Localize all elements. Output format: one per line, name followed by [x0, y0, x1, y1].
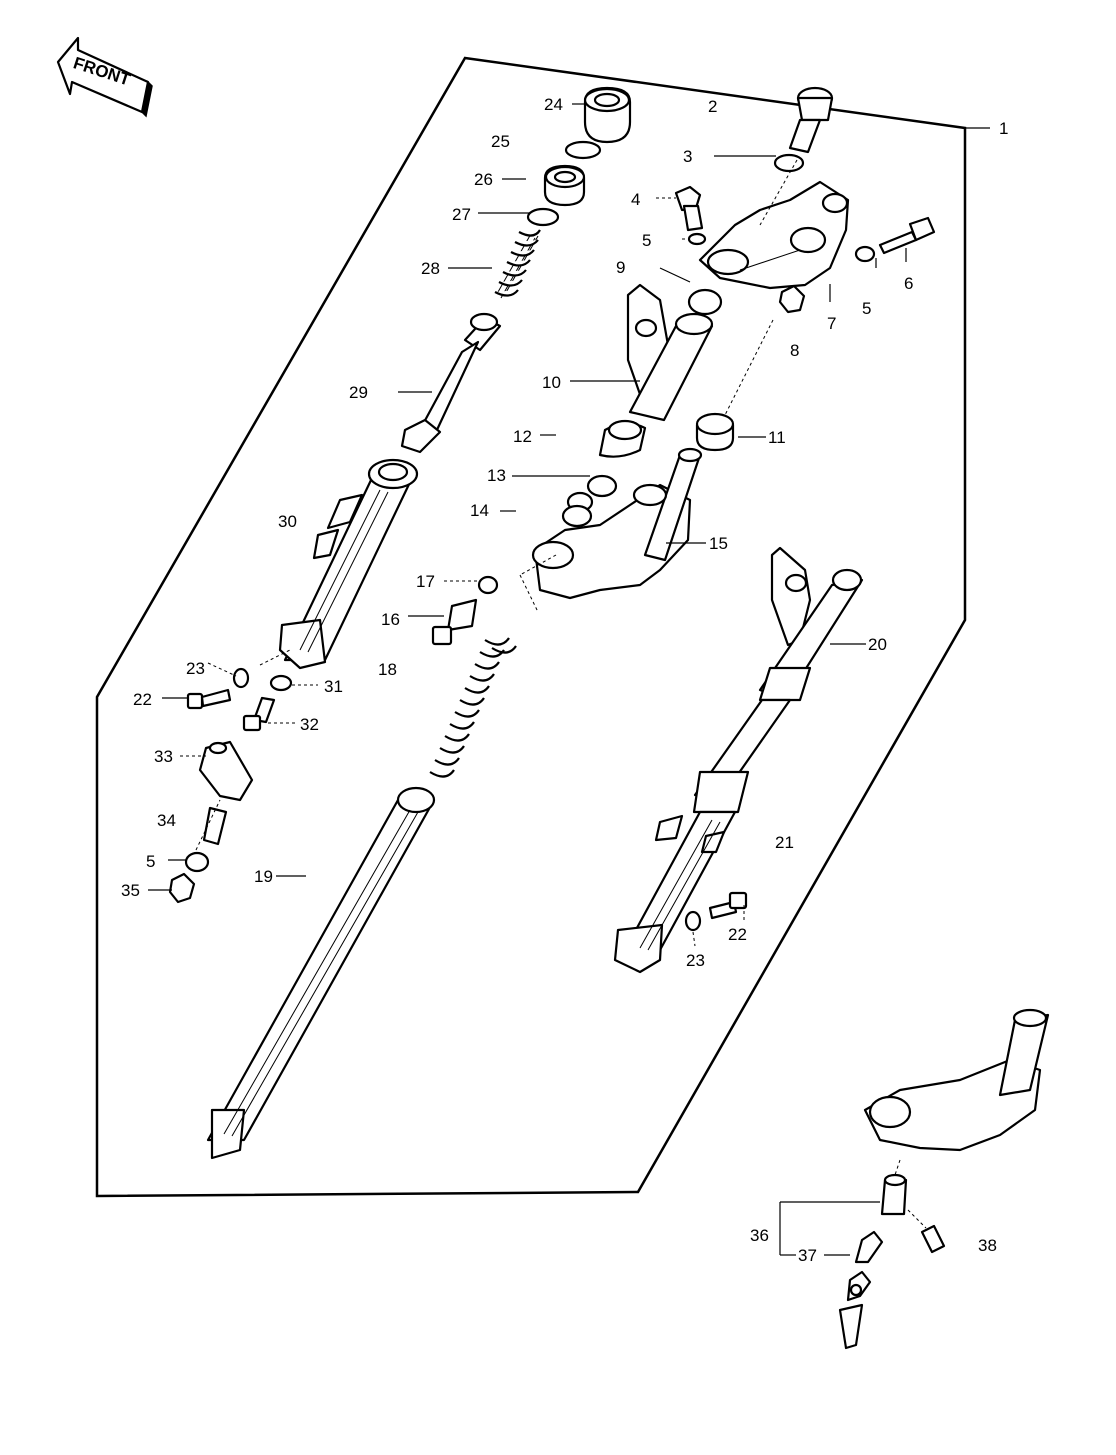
- label-20: 20: [868, 635, 887, 654]
- part-26-spacer: [543, 164, 586, 207]
- label-31: 31: [324, 677, 343, 696]
- label-6: 6: [904, 274, 913, 293]
- label-7: 7: [827, 314, 836, 333]
- part-13-washer: [586, 474, 618, 498]
- part-36-lock: [880, 1173, 908, 1216]
- label-35: 35: [121, 881, 140, 900]
- label-15: 15: [709, 534, 728, 553]
- label-13: 13: [487, 466, 506, 485]
- part-34-stud: [202, 806, 228, 846]
- part-11-bearing: [695, 412, 735, 452]
- label-5-bottom: 5: [146, 852, 155, 871]
- part-19-inner-tube: [206, 786, 436, 1160]
- label-17: 17: [416, 572, 435, 591]
- part-35-nut: [168, 872, 196, 904]
- label-3: 3: [683, 147, 692, 166]
- label-2: 2: [708, 97, 717, 116]
- part-5-washer-right: [854, 245, 876, 263]
- label-8: 8: [790, 341, 799, 360]
- part-20-right-outer-tube-upper: [758, 546, 864, 702]
- label-16: 16: [381, 610, 400, 629]
- part-32-drain-bolt: [242, 696, 276, 732]
- label-5-right: 5: [862, 299, 871, 318]
- part-27-washer: [526, 207, 560, 227]
- label-38: 38: [978, 1236, 997, 1255]
- part-22-bolt-right: [708, 891, 748, 920]
- part-33-axle-clamp: [198, 740, 254, 802]
- part-23-washer-left: [232, 667, 250, 689]
- part-24-fork-cap: [583, 86, 632, 144]
- label-33: 33: [154, 747, 173, 766]
- part-5-washer-bottom: [184, 851, 210, 873]
- steering-stem-sketch: [863, 1008, 1050, 1152]
- label-27: 27: [452, 205, 471, 224]
- part-17-washer: [477, 575, 499, 595]
- part-21-right-lower-leg: [613, 698, 792, 974]
- label-30: 30: [278, 512, 297, 531]
- label-32: 32: [300, 715, 319, 734]
- front-direction-arrow: FRONT: [56, 36, 153, 118]
- part-10-steering-bracket: [626, 283, 714, 422]
- label-29: 29: [349, 383, 368, 402]
- label-14: 14: [470, 501, 489, 520]
- part-38-set-screw: [920, 1224, 946, 1254]
- part-6-pinch-bolt: [878, 216, 936, 255]
- part-18-fork-spring: [429, 637, 517, 778]
- part-4-bolt: [674, 185, 704, 232]
- part-29-damper-rod: [400, 312, 502, 454]
- label-4: 4: [631, 190, 640, 209]
- label-5-top: 5: [642, 231, 651, 250]
- part-2-cap-bolt: [788, 86, 834, 154]
- label-34: 34: [157, 811, 176, 830]
- leader-lines: [148, 103, 927, 1256]
- part-12-dust-seal: [598, 419, 647, 458]
- part-30-left-outer-tube: [278, 458, 419, 670]
- part-23-washer-right: [684, 910, 702, 932]
- part-9-bushing: [687, 288, 723, 316]
- part-14-lower-bearing: [561, 491, 594, 528]
- label-23-right: 23: [686, 951, 705, 970]
- label-23-left: 23: [186, 659, 205, 678]
- label-24: 24: [544, 95, 563, 114]
- label-12: 12: [513, 427, 532, 446]
- label-10: 10: [542, 373, 561, 392]
- part-22-bolt-left: [186, 688, 232, 710]
- label-9: 9: [616, 258, 625, 277]
- label-26: 26: [474, 170, 493, 189]
- label-36: 36: [750, 1226, 769, 1245]
- part-28-spring: [494, 229, 541, 299]
- label-1: 1: [999, 119, 1008, 138]
- label-25: 25: [491, 132, 510, 151]
- part-5-washer-top: [687, 232, 707, 246]
- label-19: 19: [254, 867, 273, 886]
- label-18: 18: [378, 660, 397, 679]
- part-37-key: [838, 1230, 884, 1350]
- part-number-labels: 1 2 3 4 5 5 5 6 7 8 9 10 11 12 13 14 15 …: [121, 95, 1008, 1265]
- part-3-o-ring: [773, 153, 805, 173]
- label-28: 28: [421, 259, 440, 278]
- label-37: 37: [798, 1246, 817, 1265]
- part-8-nut: [778, 284, 806, 314]
- part-15-steering-stem: [531, 447, 703, 600]
- part-31-washer: [269, 674, 293, 692]
- part-25-ring: [564, 140, 602, 160]
- part-16-bolt: [431, 598, 478, 646]
- part-7-upper-bracket: [698, 180, 850, 290]
- label-21: 21: [775, 833, 794, 852]
- label-11: 11: [768, 428, 786, 447]
- label-22-left: 22: [133, 690, 152, 709]
- label-22-right: 22: [728, 925, 747, 944]
